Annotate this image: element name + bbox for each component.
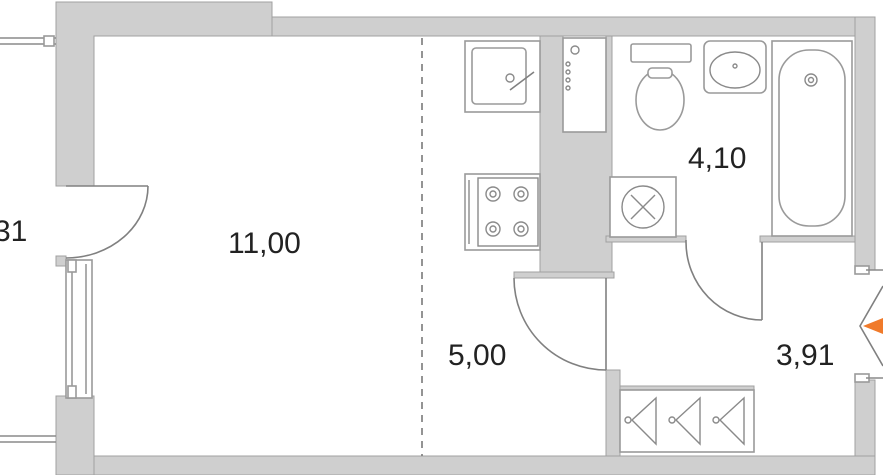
kitchen-area: 5,00 (448, 339, 506, 372)
wall-kitchen-lower (513, 271, 615, 279)
wall-top-left-block (55, 1, 273, 187)
hanger-icon (624, 396, 745, 446)
washbasin-icon (703, 40, 767, 94)
hall-area: 3,91 (776, 339, 834, 372)
balcony-door (65, 185, 149, 259)
balcony-door-frame (65, 259, 93, 399)
kitchen-door (513, 277, 607, 371)
wall-left-pier (55, 255, 67, 267)
entrance-arrow-icon (863, 318, 883, 334)
stove-icon (464, 173, 541, 251)
washing-machine-icon (609, 176, 677, 238)
bathroom-area: 4,10 (688, 142, 746, 175)
wall-bottom (55, 455, 876, 475)
wall-hall-closet (605, 369, 621, 457)
living-room-area: 11,00 (228, 227, 301, 260)
bathroom-door (685, 240, 763, 321)
kitchen-panel (562, 37, 607, 133)
balcony-area: 31 (0, 215, 27, 248)
closet (619, 389, 755, 453)
bathtub-icon (771, 40, 853, 237)
toilet-icon (630, 43, 692, 131)
walls (55, 1, 876, 475)
wall-right-upper (854, 16, 876, 271)
wall-bath-bottom-right (759, 235, 856, 243)
sink-icon (464, 40, 541, 113)
entrance-door (854, 265, 883, 383)
balcony-edge (0, 35, 56, 443)
wall-top (271, 16, 876, 37)
wall-left-lower (55, 395, 95, 475)
